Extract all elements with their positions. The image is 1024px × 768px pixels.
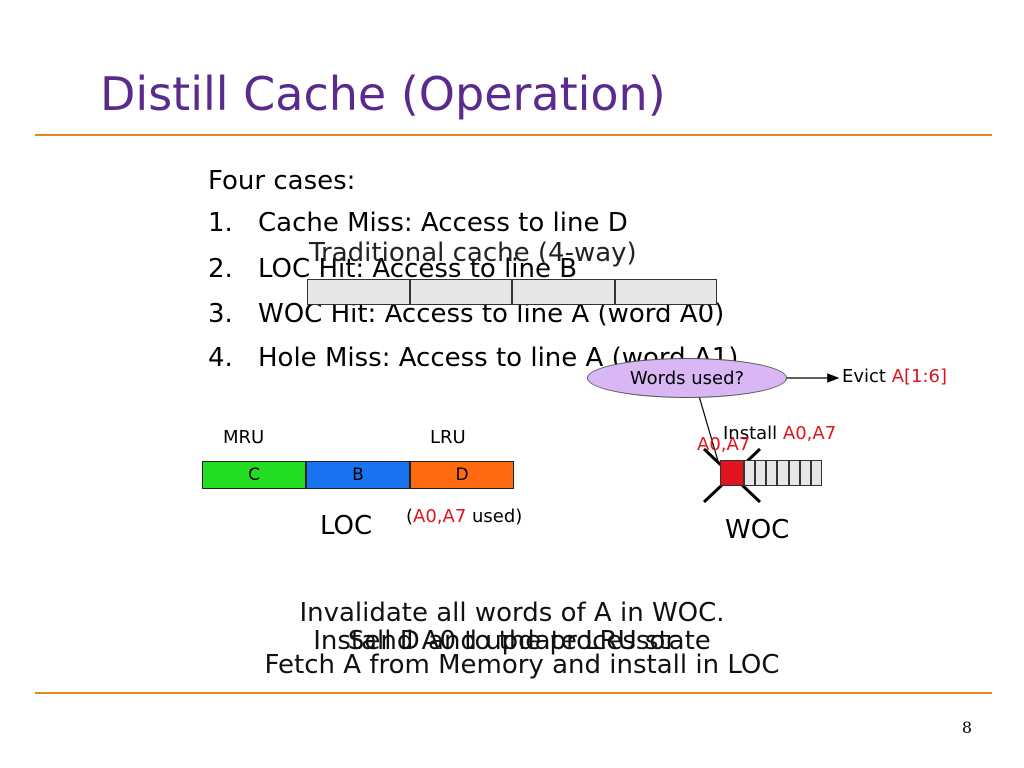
traditional-way (307, 279, 410, 305)
words-used-bubble: Words used? (587, 358, 787, 398)
used-words: A0,A7 (413, 506, 467, 527)
case-number: 4. (208, 343, 233, 373)
install-annotation: Install A0,A7 (723, 423, 836, 444)
woc-word-cell (777, 460, 789, 486)
loc-line-b: B (306, 461, 410, 489)
evict-annotation: Evict A[1:6] (842, 366, 947, 387)
bottom-divider (35, 692, 992, 694)
woc-word-cell (788, 460, 800, 486)
invalidate-text: Invalidate all words of A in WOC. (299, 598, 725, 628)
used-open: ( (406, 506, 414, 527)
used-close: used) (466, 506, 523, 527)
woc-word-cell (799, 460, 811, 486)
install-label: Install (723, 423, 783, 444)
evict-label: Evict (842, 366, 892, 387)
loc-line-d: D (410, 461, 514, 489)
case-number: 2. (208, 254, 233, 284)
evict-words: A[1:6] (891, 366, 948, 387)
case-number: 3. (208, 299, 233, 329)
woc-name: WOC (725, 515, 790, 545)
bubble-pointer-line (698, 395, 719, 462)
woc-word-cell (755, 460, 767, 486)
loc-name: LOC (320, 511, 373, 541)
woc-entry-words: A0,A7 (697, 434, 751, 455)
traditional-cache-set (307, 279, 717, 305)
page-number: 8 (961, 718, 972, 737)
traditional-way (614, 279, 717, 305)
case-number: 1. (208, 208, 233, 238)
install-lru-text: Install D and update LRU state (313, 626, 711, 656)
loc-set: C B D (202, 461, 514, 489)
woc-word-cell (743, 460, 756, 486)
woc-set (720, 460, 823, 486)
traditional-cache-label: Traditional cache (4-way) (309, 238, 637, 268)
install-words: A0,A7 (782, 423, 837, 444)
traditional-way (409, 279, 512, 305)
mru-label: MRU (223, 427, 265, 448)
slide-title: Distill Cache (Operation) (100, 67, 666, 121)
case-text: Cache Miss: Access to line D (258, 208, 628, 238)
send-processor-text: Send A0 to the processor (347, 626, 677, 656)
case-item-1: 1. Cache Miss: Access to line D (208, 207, 628, 239)
top-divider (35, 134, 992, 136)
woc-word-cell (766, 460, 778, 486)
cases-intro: Four cases: (208, 166, 356, 196)
loc-used-annotation: (A0,A7 used) (406, 506, 522, 527)
fetch-memory-text: Fetch A from Memory and install in LOC (264, 650, 780, 680)
loc-line-c: C (202, 461, 306, 489)
woc-word-cell (810, 460, 823, 486)
woc-tag-cell (720, 460, 744, 486)
lru-label: LRU (430, 427, 466, 448)
traditional-way (512, 279, 615, 305)
